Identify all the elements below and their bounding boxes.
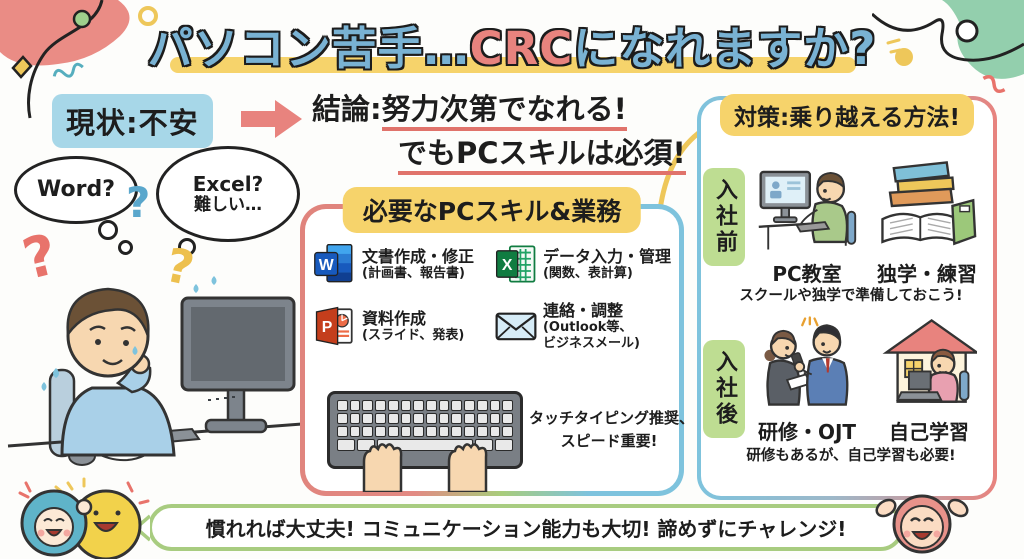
skill-title: 文書作成・修正 [362,246,475,266]
footer-banner: 慣れれば大丈夫! コミュニケーション能力も大切! 諦めずにチャレンジ! [148,504,904,551]
bubble-word-label: Word? [37,177,115,203]
skill-sub: (計画書、報告書) [362,265,465,281]
phase-badge-before-joining: 入社前 [703,168,745,266]
bubble-tail [118,240,133,255]
skill-title: データ入力・管理 [542,246,671,266]
skill-sub: (スライド、発表) [362,327,465,343]
svg-text:W: W [319,257,334,274]
word-icon: W [314,243,353,283]
skill-item-word: W 文書作成・修正 (計画書、報告書) [313,241,490,287]
skills-box: 必要なPCスキル&業務 W [300,187,694,496]
phase-item-label: 研修・OJT [757,420,857,444]
skill-sub: ビジネスメール) [542,335,640,351]
conclusion-block: 結論:努力次第でなれる! でもPCスキルは必須! [312,88,686,175]
svg-text:P: P [322,319,333,336]
title-highlight-bar [170,57,856,73]
phase-note-before: スクールや独学で準備しておこう! [739,288,963,304]
phase-item-label: 自己学習 [889,420,969,444]
title-part1: パソコン苦手… [147,22,470,75]
cheering-characters-left [18,477,150,559]
skills-header: 必要なPCスキル&業務 [342,187,642,233]
skill-item-powerpoint: P 資料作成 (スライド、発表) [313,301,490,351]
excel-icon: X [495,245,536,283]
self-study-books-illustration [881,161,977,246]
phase-item-label: PC教室 [772,262,842,286]
footer-message: 慣れれば大丈夫! コミュニケーション能力も大切! 諦めずにチャレンジ! [205,517,847,541]
typing-note: タッチタイピング推奨、 スピード重要! [529,407,695,452]
page-title: パソコン苦手…CRCになれますか? [0,12,1024,77]
training-ojt-illustration [764,316,849,406]
phase-note-after: 研修もあるが、自己学習も必要! [746,448,956,464]
phase-badge-after-joining: 入社後 [703,340,745,438]
cheering-character-right [875,494,969,554]
keyboard-keys [337,400,513,437]
worried-man-at-computer-illustration [7,276,303,466]
keyboard-illustration [327,391,523,492]
bubble-tail [178,238,196,256]
question-mark-blue: ? [126,178,151,227]
current-state-badge: 現状:不安 [52,94,213,148]
skill-item-excel: X データ入力・管理 (関数、表計算) [494,241,671,287]
skills-grid: W 文書作成・修正 (計画書、報告書) X データ入力・ [313,241,671,351]
skill-item-mail: 連絡・調整 (Outlook等、 ビジネスメール) [494,301,671,351]
skill-sub: (Outlook等、 [542,320,633,336]
decor-top-left [0,0,158,119]
title-part2: になれますか? [573,22,877,75]
conclusion-line1: 努力次第でなれる! [381,92,627,131]
mail-icon [495,312,537,341]
svg-text:X: X [502,257,513,274]
bubble-difficult-label: 難しい… [194,194,262,215]
conclusion-prefix: 結論: [312,92,382,126]
conclusion-line2: でもPCスキルは必須! [398,135,686,175]
powerpoint-icon: P [315,306,353,346]
typing-hands [362,443,488,492]
skill-sub: (関数、表計算) [542,265,633,281]
measures-panel: 対策:乗り越える方法! 入社前 [697,94,997,500]
title-highlight-crc: CRC [469,22,574,75]
typing-section: タッチタイピング推奨、 スピード重要! [313,391,695,492]
measures-header: 対策:乗り越える方法! [720,94,974,136]
typing-note-line1: タッチタイピング推奨、 [529,409,695,427]
decor-top-right [872,0,1024,93]
skill-title: 連絡・調整 [542,301,623,320]
typing-note-line2: スピード重要! [560,431,658,450]
skill-title: 資料作成 [362,308,427,328]
home-study-illustration [882,318,977,403]
bubble-excel-label: Excel? [192,171,264,196]
bubble-tail [98,220,118,240]
pc-classroom-illustration [758,170,857,250]
arrow-right-icon [241,100,302,138]
thought-bubble-excel: Excel? 難しい… [156,146,300,242]
phase-item-label: 独学・練習 [877,262,977,286]
thought-bubble-word: Word? [14,156,138,224]
